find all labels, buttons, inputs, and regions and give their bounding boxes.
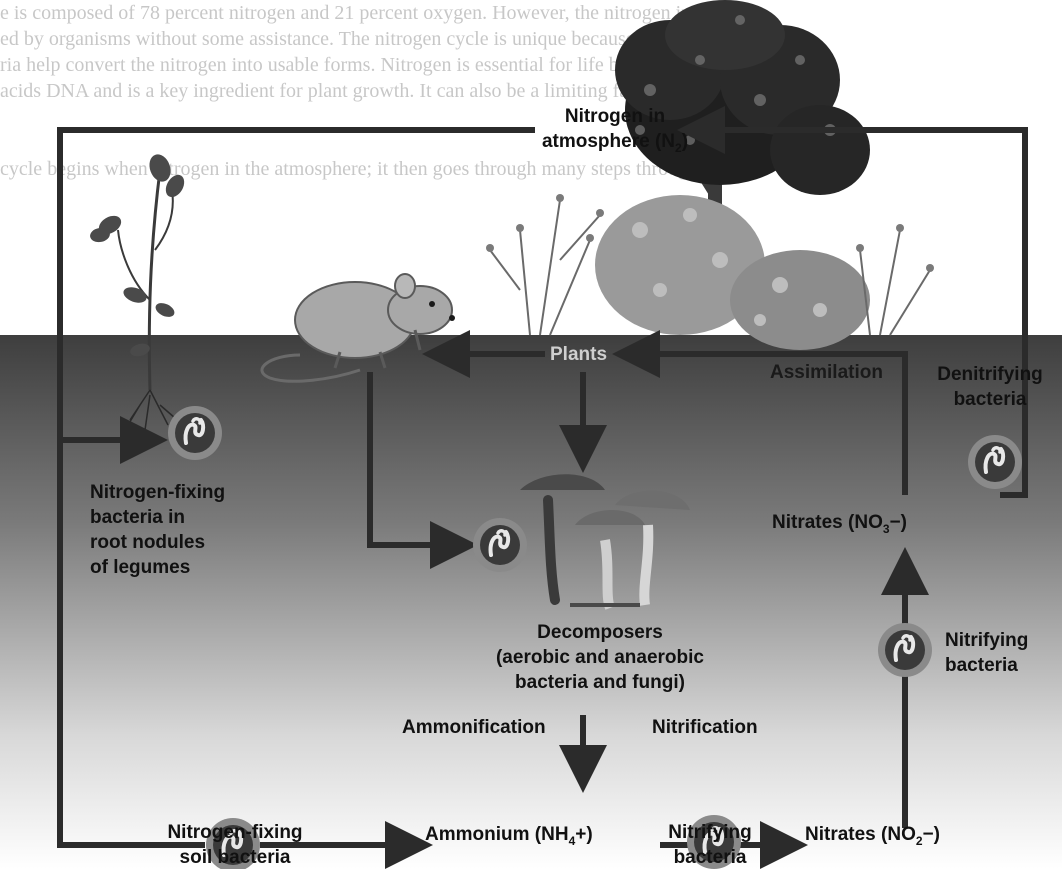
ammonium-formula: Ammonium (NH xyxy=(425,824,569,845)
decomposers-label-line1: Decomposers xyxy=(475,620,725,645)
ammonium-formula-end: +) xyxy=(575,824,592,845)
legume-bacteria-label: Nitrogen-fixing bacteria in root nodules… xyxy=(90,480,225,580)
nitrates-no3-formula: Nitrates (NO xyxy=(772,512,883,533)
decomposers-label-line2: (aerobic and anaerobic xyxy=(475,645,725,670)
nitrifying-bacteria-right-label: Nitrifying bacteria xyxy=(945,628,1028,678)
bacteria-icon xyxy=(473,518,527,572)
nitrates-no3-label: Nitrates (NO3−) xyxy=(772,510,907,542)
decomposers-label: Decomposers (aerobic and anaerobic bacte… xyxy=(475,620,725,695)
denitrifying-label-line2: bacteria xyxy=(925,387,1055,412)
soil-bacteria-line2: soil bacteria xyxy=(140,845,330,870)
nitrates-no2-subscript: 2 xyxy=(916,834,923,848)
atmosphere-formula-end: ) xyxy=(682,131,688,152)
denitrifying-label-line1: Denitrifying xyxy=(925,362,1055,387)
atmosphere-label: Nitrogen in atmosphere (N2) xyxy=(520,104,710,161)
atmosphere-formula: atmosphere (N xyxy=(542,131,675,152)
denitrifying-label: Denitrifying bacteria xyxy=(925,362,1055,412)
nitrates-no3-formula-end: −) xyxy=(890,512,907,533)
bacteria-icon xyxy=(968,435,1022,489)
nitrifying-right-line1: Nitrifying xyxy=(945,628,1028,653)
legume-label-line4: of legumes xyxy=(90,555,225,580)
nitrates-no2-formula: Nitrates (NO xyxy=(805,824,916,845)
legume-label-line2: bacteria in xyxy=(90,505,225,530)
plants-label: Plants xyxy=(550,342,607,367)
legume-label-line3: root nodules xyxy=(90,530,225,555)
legume-label-line1: Nitrogen-fixing xyxy=(90,480,225,505)
decomposers-label-line3: bacteria and fungi) xyxy=(475,670,725,695)
ammonium-label: Ammonium (NH4+) xyxy=(425,822,593,854)
nitrates-no2-label: Nitrates (NO2−) xyxy=(805,822,940,854)
nitrifying-bottom-line2: bacteria xyxy=(650,845,770,870)
atmosphere-label-line1: Nitrogen in xyxy=(520,104,710,129)
nitrates-no2-formula-end: −) xyxy=(923,824,940,845)
atmosphere-label-line2: atmosphere (N2) xyxy=(520,129,710,161)
soil-bacteria-line1: Nitrogen-fixing xyxy=(140,820,330,845)
assimilation-label: Assimilation xyxy=(770,360,883,385)
soil-bacteria-label: Nitrogen-fixing soil bacteria xyxy=(140,820,330,870)
nitrifying-right-line2: bacteria xyxy=(945,653,1028,678)
nitrifying-bacteria-bottom-label: Nitrifying bacteria xyxy=(650,820,770,870)
nitrification-label: Nitrification xyxy=(652,715,758,740)
nitrifying-bottom-line1: Nitrifying xyxy=(650,820,770,845)
bacteria-icon xyxy=(168,406,222,460)
nitrates-no3-subscript: 3 xyxy=(883,522,890,536)
atmosphere-subscript: 2 xyxy=(675,141,682,155)
ammonification-label: Ammonification xyxy=(402,715,546,740)
bacteria-icon xyxy=(878,623,932,677)
shrub-icon xyxy=(595,195,870,350)
